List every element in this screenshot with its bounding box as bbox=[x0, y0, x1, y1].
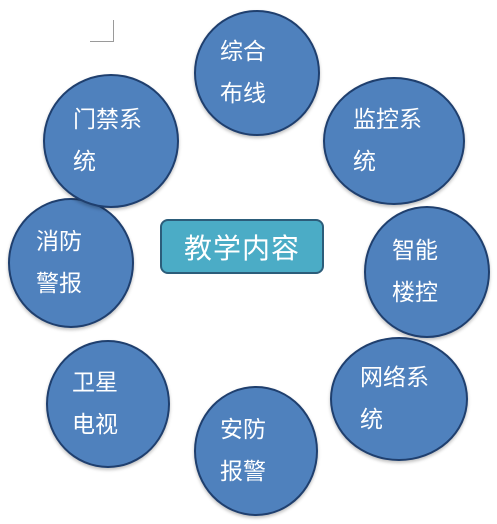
node-satellite-tv-line2: 电视 bbox=[72, 412, 118, 438]
node-security-alarm-line2: 报警 bbox=[220, 459, 266, 485]
node-access-control-line2: 统 bbox=[73, 149, 96, 175]
center-topic-label: 教学内容 bbox=[183, 231, 300, 265]
node-security-alarm-line1: 安防 bbox=[220, 417, 266, 443]
node-surveillance-line1: 监控系 bbox=[353, 107, 422, 133]
node-building-control-line1: 智能 bbox=[392, 238, 438, 264]
node-building-control: 智能 楼控 bbox=[364, 206, 490, 338]
node-network-line1: 网络系 bbox=[360, 365, 429, 391]
node-security-alarm: 安防 报警 bbox=[194, 386, 318, 516]
corner-crop-mark bbox=[90, 20, 114, 42]
node-fire-alarm-line2: 警报 bbox=[36, 271, 82, 297]
node-building-control-line2: 楼控 bbox=[392, 280, 438, 306]
node-fire-alarm: 消防 警报 bbox=[8, 198, 134, 328]
node-access-control: 门禁系 统 bbox=[43, 74, 179, 208]
node-fire-alarm-line1: 消防 bbox=[36, 229, 82, 255]
node-access-control-line1: 门禁系 bbox=[73, 107, 142, 133]
node-satellite-tv-line1: 卫星 bbox=[72, 370, 118, 396]
node-satellite-tv: 卫星 电视 bbox=[46, 340, 170, 468]
node-cabling-line2: 布线 bbox=[220, 81, 266, 107]
center-topic-box: 教学内容 bbox=[160, 219, 324, 274]
node-surveillance: 监控系 统 bbox=[323, 77, 465, 205]
node-cabling: 综合 布线 bbox=[194, 10, 320, 136]
node-network: 网络系 统 bbox=[330, 337, 468, 461]
node-cabling-line1: 综合 bbox=[220, 39, 266, 65]
node-surveillance-line2: 统 bbox=[353, 149, 376, 175]
node-network-line2: 统 bbox=[360, 407, 383, 433]
